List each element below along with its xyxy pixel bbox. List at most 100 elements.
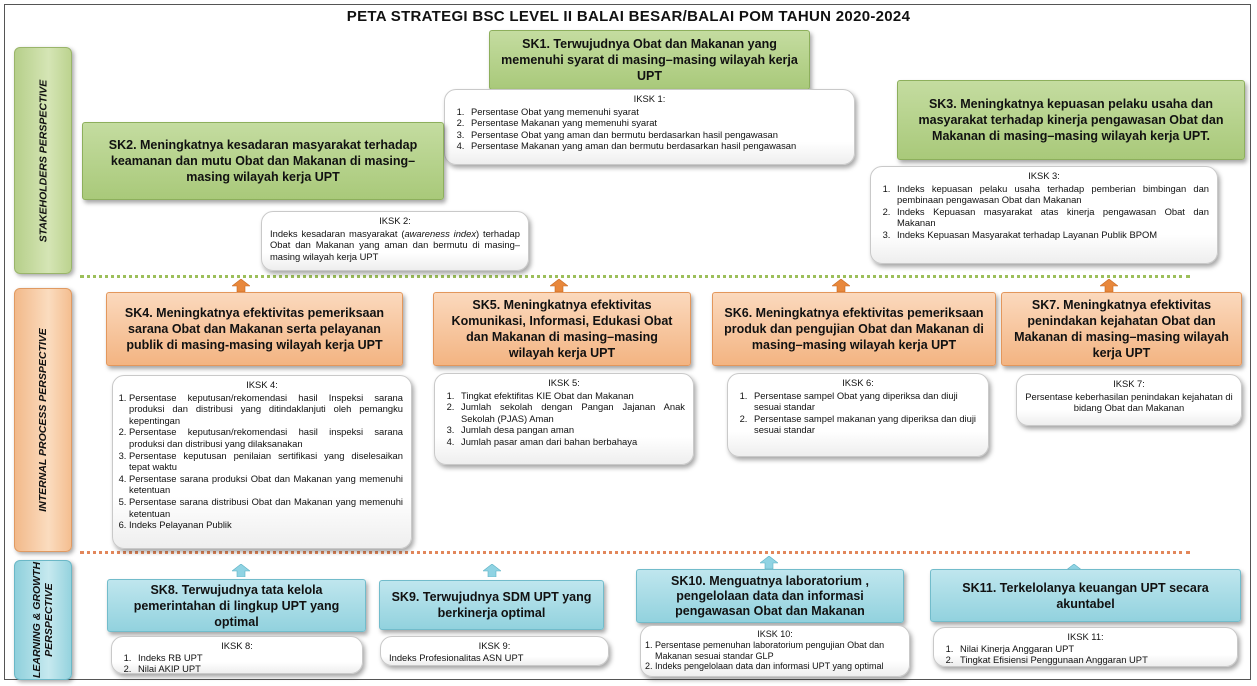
iksk4-list: Persentase keputusan/rekomendasi hasil I… bbox=[121, 392, 403, 531]
iksk11-box: IKSK 11: Nilai Kinerja Anggaran UPT Ting… bbox=[933, 627, 1238, 667]
arrow-up-icon bbox=[232, 279, 250, 292]
internal-learning-separator bbox=[80, 551, 1190, 554]
iksk2-box: IKSK 2: Indeks kesadaran masyarakat (awa… bbox=[261, 211, 529, 271]
iksk10-title: IKSK 10: bbox=[757, 629, 793, 639]
iksk4-title: IKSK 4: bbox=[246, 379, 278, 390]
iksk5-item: Jumlah desa pangan aman bbox=[457, 424, 685, 436]
sk10-box: SK10. Menguatnya laboratorium , pengelol… bbox=[636, 569, 904, 623]
iksk5-title: IKSK 5: bbox=[548, 377, 580, 388]
iksk1-box: IKSK 1: Persentase Obat yang memenuhi sy… bbox=[444, 89, 855, 165]
iksk10-item: Indeks pengelolaan data dan informasi UP… bbox=[655, 661, 901, 672]
iksk5-item: Jumlah sekolah dengan Pangan Jajanan Ana… bbox=[457, 401, 685, 424]
sk2-title: SK2. Meningkatnya kesadaran masyarakat t… bbox=[108, 138, 418, 184]
iksk5-item: Jumlah pasar aman dari bahan berbahaya bbox=[457, 436, 685, 448]
iksk4-item: Persentase keputusan penilaian sertifika… bbox=[129, 450, 403, 473]
iksk4-item: Persentase keputusan/rekomendasi hasil I… bbox=[129, 392, 403, 427]
sk11-title: SK11. Terkelolanya keuangan UPT secara a… bbox=[962, 580, 1209, 611]
iksk6-list: Persentase sampel Obat yang diperiksa da… bbox=[736, 390, 980, 436]
sk7-box: SK7. Meningkatnya efektivitas penindakan… bbox=[1001, 292, 1242, 366]
sk7-title: SK7. Meningkatnya efektivitas penindakan… bbox=[1014, 298, 1229, 360]
arrow-up-icon bbox=[1100, 279, 1118, 292]
iksk1-item: Persentase Makanan yang memenuhi syarat bbox=[467, 117, 846, 129]
iksk3-list: Indeks kepuasan pelaku usaha terhadap pe… bbox=[879, 183, 1209, 241]
iksk3-box: IKSK 3: Indeks kepuasan pelaku usaha ter… bbox=[870, 166, 1218, 264]
iksk4-box: IKSK 4: Persentase keputusan/rekomendasi… bbox=[112, 375, 412, 549]
diagram-frame bbox=[4, 4, 1251, 680]
sk3-title: SK3. Meningkatnya kepuasan pelaku usaha … bbox=[918, 97, 1224, 143]
iksk11-item: Tingkat Efisiensi Penggunaan Anggaran UP… bbox=[956, 654, 1229, 666]
iksk7-title: IKSK 7: bbox=[1113, 378, 1145, 389]
iksk1-item: Persentase Obat yang memenuhi syarat bbox=[467, 106, 846, 118]
sk1-title: SK1. Terwujudnya Obat dan Makanan yang m… bbox=[501, 37, 798, 83]
iksk4-item: Persentase keputusan/rekomendasi hasil i… bbox=[129, 426, 403, 449]
sk8-title: SK8. Terwujudnya tata kelola pemerintaha… bbox=[133, 582, 340, 629]
iksk5-item: Tingkat efektifitas KIE Obat dan Makanan bbox=[457, 390, 685, 402]
iksk4-item: Indeks Pelayanan Publik bbox=[129, 519, 403, 531]
iksk4-item: Persentase sarana distribusi Obat dan Ma… bbox=[129, 496, 403, 519]
iksk11-list: Nilai Kinerja Anggaran UPT Tingkat Efisi… bbox=[942, 643, 1229, 666]
sk6-title: SK6. Meningkatnya efektivitas pemeriksaa… bbox=[724, 306, 984, 352]
iksk2-text: Indeks kesadaran masyarakat (awareness i… bbox=[270, 228, 520, 263]
iksk6-item: Persentase sampel makanan yang diperiksa… bbox=[750, 413, 980, 436]
page-title: PETA STRATEGI BSC LEVEL II BALAI BESAR/B… bbox=[346, 8, 911, 25]
iksk7-text: Persentase keberhasilan penindakan kejah… bbox=[1025, 390, 1233, 414]
iksk3-item: Indeks Kepuasan Masyarakat terhadap Laya… bbox=[893, 229, 1209, 241]
iksk4-item: Persentase sarana produksi Obat dan Maka… bbox=[129, 473, 403, 496]
iksk8-item: Indeks RB UPT bbox=[134, 652, 354, 664]
iksk1-title: IKSK 1: bbox=[633, 93, 666, 104]
iksk8-list: Indeks RB UPT Nilai AKIP UPT bbox=[120, 652, 354, 675]
stakeholders-perspective-text: STAKEHOLDERS PERSPECTIVE bbox=[37, 79, 49, 242]
iksk2-title: IKSK 2: bbox=[379, 215, 411, 226]
sk10-title: SK10. Menguatnya laboratorium , pengelol… bbox=[671, 573, 869, 618]
arrow-up-icon bbox=[832, 279, 850, 292]
iksk7-box: IKSK 7: Persentase keberhasilan penindak… bbox=[1016, 374, 1242, 426]
sk4-title: SK4. Meningkatnya efektivitas pemeriksaa… bbox=[124, 306, 385, 352]
iksk6-item: Persentase sampel Obat yang diperiksa da… bbox=[750, 390, 980, 413]
iksk10-list: Persentase pemenuhan laboratorium penguj… bbox=[649, 640, 901, 672]
sk5-box: SK5. Meningkatnya efektivitas Komunikasi… bbox=[433, 292, 691, 366]
iksk9-box: IKSK 9: Indeks Profesionalitas ASN UPT bbox=[380, 636, 609, 666]
sk11-box: SK11. Terkelolanya keuangan UPT secara a… bbox=[930, 569, 1241, 622]
learning-growth-line1: LEARNING & GROWTH bbox=[31, 561, 44, 679]
iksk2-text-emphasis: awareness index bbox=[404, 227, 477, 239]
iksk9-text: Indeks Profesionalitas ASN UPT bbox=[389, 651, 524, 663]
iksk9-title: IKSK 9: bbox=[478, 640, 511, 651]
sk4-box: SK4. Meningkatnya efektivitas pemeriksaa… bbox=[106, 292, 403, 366]
sk5-title: SK5. Meningkatnya efektivitas Komunikasi… bbox=[451, 298, 673, 360]
iksk5-list: Tingkat efektifitas KIE Obat dan Makanan… bbox=[443, 390, 685, 448]
iksk10-item: Persentase pemenuhan laboratorium penguj… bbox=[655, 640, 901, 662]
iksk1-item: Persentase Obat yang aman dan bermutu be… bbox=[467, 129, 846, 141]
iksk3-item: Indeks kepuasan pelaku usaha terhadap pe… bbox=[893, 183, 1209, 206]
iksk2-text-a: Indeks kesadaran masyarakat ( bbox=[270, 227, 405, 239]
iksk2-text-b: ) terhadap Obat dan Makanan yang aman da… bbox=[270, 227, 520, 262]
sk9-title: SK9. Terwujudnya SDM UPT yang berkinerja… bbox=[391, 590, 592, 620]
iksk8-box: IKSK 8: Indeks RB UPT Nilai AKIP UPT bbox=[111, 636, 363, 674]
iksk8-item: Nilai AKIP UPT bbox=[134, 663, 354, 675]
sk1-box: SK1. Terwujudnya Obat dan Makanan yang m… bbox=[489, 30, 810, 90]
learning-growth-line2: PERSPECTIVE bbox=[43, 583, 56, 657]
iksk3-title: IKSK 3: bbox=[1028, 170, 1060, 181]
sk8-box: SK8. Terwujudnya tata kelola pemerintaha… bbox=[107, 579, 366, 632]
iksk11-title: IKSK 11: bbox=[1067, 631, 1104, 642]
arrow-up-icon bbox=[550, 279, 568, 292]
arrow-up-icon bbox=[483, 564, 501, 577]
iksk6-box: IKSK 6: Persentase sampel Obat yang dipe… bbox=[727, 373, 989, 457]
iksk3-item: Indeks Kepuasan masyarakat atas kinerja … bbox=[893, 206, 1209, 229]
iksk11-item: Nilai Kinerja Anggaran UPT bbox=[956, 643, 1229, 655]
sk2-box: SK2. Meningkatnya kesadaran masyarakat t… bbox=[82, 122, 444, 200]
iksk1-list: Persentase Obat yang memenuhi syarat Per… bbox=[453, 106, 846, 152]
internal-process-perspective-text: INTERNAL PROCESS PERSPECTIVE bbox=[37, 328, 49, 512]
iksk1-item: Persentase Makanan yang aman dan bermutu… bbox=[467, 140, 846, 152]
iksk5-box: IKSK 5: Tingkat efektifitas KIE Obat dan… bbox=[434, 373, 694, 465]
sk9-box: SK9. Terwujudnya SDM UPT yang berkinerja… bbox=[379, 580, 604, 630]
iksk6-title: IKSK 6: bbox=[842, 377, 874, 388]
arrow-up-icon bbox=[760, 556, 778, 569]
iksk8-title: IKSK 8: bbox=[221, 640, 253, 651]
iksk10-box: IKSK 10: Persentase pemenuhan laboratori… bbox=[640, 625, 910, 677]
sk3-box: SK3. Meningkatnya kepuasan pelaku usaha … bbox=[897, 80, 1245, 160]
arrow-up-icon bbox=[232, 564, 250, 577]
stakeholders-internal-separator bbox=[80, 275, 1190, 278]
sk6-box: SK6. Meningkatnya efektivitas pemeriksaa… bbox=[712, 292, 996, 366]
